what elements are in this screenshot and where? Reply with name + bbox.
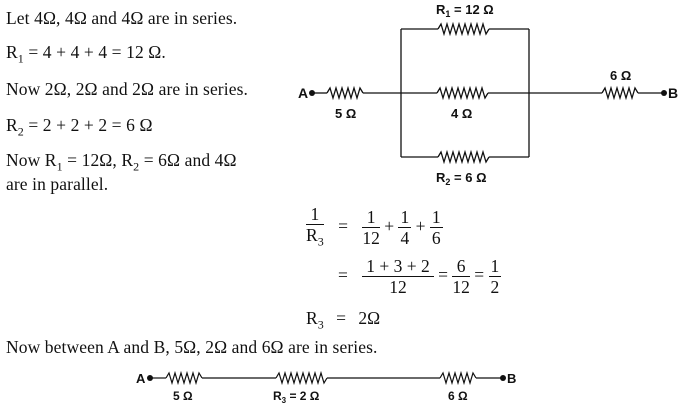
terminal-a-dot [147, 375, 153, 381]
equals-sign: = [338, 215, 348, 236]
series-resistor-r3 [275, 370, 328, 386]
label-5ohm: 5 Ω [173, 389, 193, 403]
resistor-r2-6ohm [437, 149, 490, 165]
circuit-diagram-parallel: A B 5 Ω R1 = 12 Ω 4 Ω R2 = 6 Ω 6 Ω [298, 2, 678, 187]
label-r1: R1 = 12 Ω [436, 2, 494, 19]
label-6ohm: 6 Ω [448, 389, 468, 403]
r1-symbol: R [6, 42, 18, 62]
text-line-final-series: Now between A and B, 5Ω, 2Ω and 6Ω are i… [6, 337, 378, 357]
denominator: R3 [306, 225, 324, 249]
r2-subscript: 2 [17, 124, 24, 139]
label-4ohm: 4 Ω [451, 106, 472, 121]
r2-symbol: R [6, 115, 18, 135]
terminal-b-label: B [668, 85, 678, 101]
equals-sign: = [474, 264, 485, 285]
resistor-5ohm [326, 85, 364, 101]
subscript: 2 [133, 159, 140, 174]
series-resistor-5ohm [165, 370, 203, 386]
r2-expression: = 2 + 2 + 2 = 6 Ω [23, 115, 153, 135]
series-resistor-6ohm [439, 370, 477, 386]
label-r2: R2 = 6 Ω [436, 170, 487, 187]
terminal-b-label: B [507, 371, 516, 386]
r3-subscript: 3 [317, 317, 324, 332]
label-r3: R3 = 2 Ω [273, 389, 320, 405]
terminal-a-dot [309, 90, 315, 96]
resistor-6ohm [601, 85, 639, 101]
equals-sign: = [438, 264, 448, 285]
text-line-series-4ohm: Let 4Ω, 4Ω and 4Ω are in series. [6, 8, 238, 28]
numerator: 1 [306, 204, 324, 225]
terminal-a-label: A [298, 85, 308, 101]
r3-value: 2Ω [358, 308, 381, 328]
plus-sign: + [384, 215, 395, 236]
text-fragment: Now R [6, 150, 57, 170]
text-line-r2: R2 = 2 + 2 + 2 = 6 Ω [6, 115, 153, 140]
resistor-r1-12ohm [437, 21, 490, 37]
equation-r3-result: R3 = 2Ω [306, 308, 380, 333]
r1-subscript: 1 [17, 51, 24, 66]
text-line-parallel-cont: are in parallel. [6, 174, 109, 194]
terminal-b-dot [500, 375, 506, 381]
r1-expression: = 4 + 4 + 4 = 12 Ω. [23, 42, 166, 62]
text-line-parallel: Now R1 = 12Ω, R2 = 6Ω and 4Ω [6, 150, 237, 175]
r3-symbol: R [306, 308, 318, 328]
equals-sign: = [336, 308, 346, 328]
terminal-b-dot [661, 90, 667, 96]
equals-sign: = [338, 264, 348, 285]
text-line-r1: R1 = 4 + 4 + 4 = 12 Ω. [6, 42, 166, 67]
resistor-4ohm [436, 85, 489, 101]
terminal-a-label: A [136, 371, 146, 386]
text-line-series-2ohm: Now 2Ω, 2Ω and 2Ω are in series. [6, 79, 248, 99]
plus-sign: + [415, 215, 426, 236]
subscript: 1 [56, 159, 63, 174]
label-5ohm: 5 Ω [335, 106, 356, 121]
text-fragment: = 6Ω and 4Ω [139, 150, 237, 170]
label-6ohm: 6 Ω [610, 68, 631, 83]
text-fragment: = 12Ω, R [62, 150, 134, 170]
